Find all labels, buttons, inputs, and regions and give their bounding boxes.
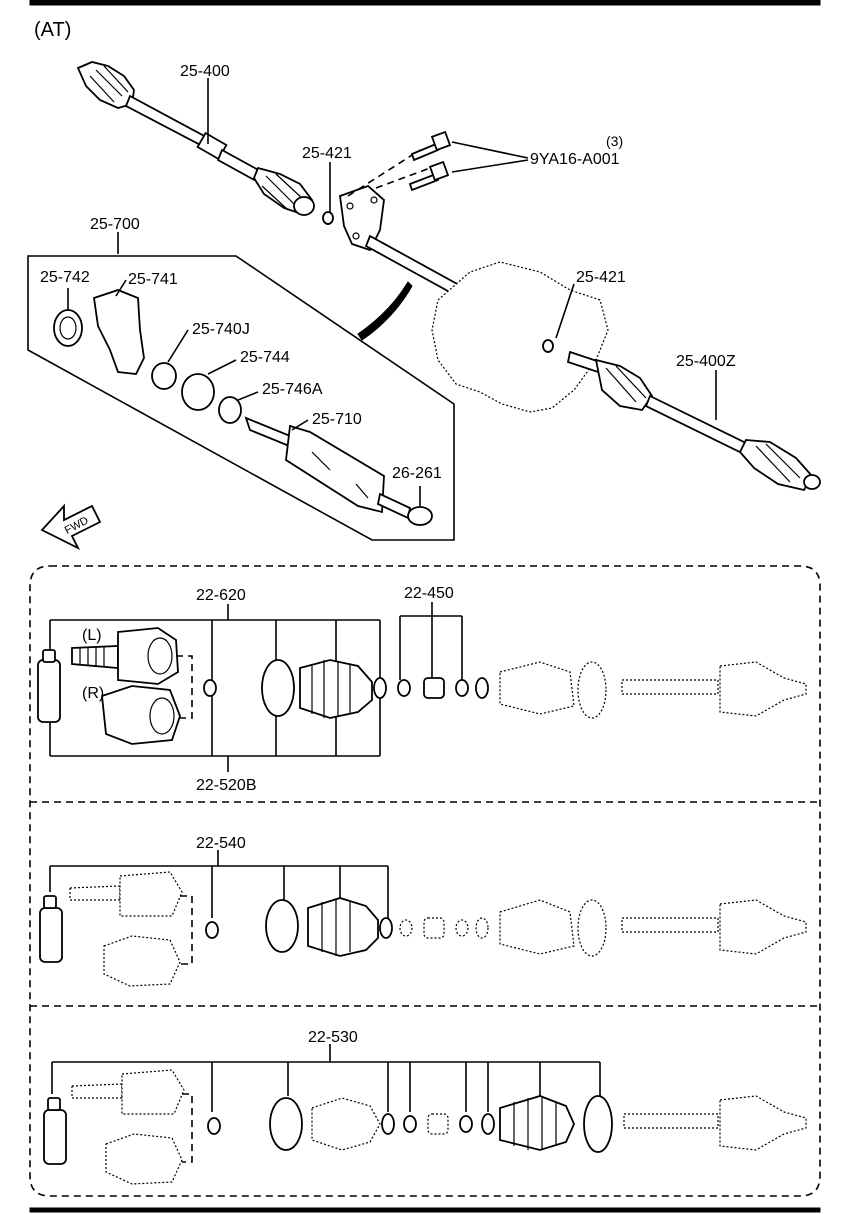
transaxle-outline bbox=[431, 261, 609, 413]
label-22-540: 22-540 bbox=[196, 835, 246, 852]
label-25-744: 25-744 bbox=[240, 349, 290, 366]
direction-arc bbox=[357, 281, 413, 341]
fwd-arrow: FWD bbox=[40, 503, 102, 551]
label-25-400z: 25-400Z bbox=[676, 353, 736, 370]
bottom-rule bbox=[29, 1207, 821, 1213]
label-25-400: 25-400 bbox=[180, 63, 230, 80]
kit-section-3: 22-530 bbox=[43, 1029, 807, 1185]
label-25-700: 25-700 bbox=[90, 216, 140, 233]
variant-label: (AT) bbox=[34, 19, 71, 41]
bearing-part-2 bbox=[181, 373, 215, 411]
seal-part bbox=[53, 309, 83, 347]
kit-section-2: 22-540 bbox=[39, 835, 807, 987]
label-9ya16: 9YA16-A001 bbox=[530, 151, 620, 168]
label-26-261: 26-261 bbox=[392, 465, 442, 482]
snap-ring-part bbox=[218, 396, 242, 424]
bracket-part bbox=[93, 289, 145, 375]
joint-shaft-panel bbox=[27, 255, 455, 541]
boot-kit bbox=[299, 659, 373, 719]
upper-assembly bbox=[76, 61, 821, 492]
outer-joint-l bbox=[71, 627, 179, 685]
label-25-740j: 25-740J bbox=[192, 321, 250, 338]
drive-shaft-right bbox=[566, 350, 821, 492]
drive-shaft-left bbox=[76, 61, 315, 216]
label-bolt-qty: (3) bbox=[606, 133, 623, 149]
label-22-530: 22-530 bbox=[308, 1029, 358, 1046]
label-25-742: 25-742 bbox=[40, 269, 90, 286]
label-25-746a: 25-746A bbox=[262, 381, 323, 398]
label-22-620: 22-620 bbox=[196, 587, 246, 604]
label-22-450: 22-450 bbox=[404, 585, 454, 602]
label-right: (R) bbox=[82, 685, 104, 702]
bearing-part bbox=[151, 362, 177, 390]
grease-tube bbox=[37, 659, 61, 723]
kit-frame bbox=[29, 565, 821, 1197]
bearing-bracket bbox=[339, 149, 431, 252]
boot-band-kit bbox=[261, 659, 295, 717]
seal-part-2 bbox=[407, 506, 433, 526]
snap-ring-kit bbox=[203, 679, 217, 697]
label-left: (L) bbox=[82, 627, 102, 644]
kit-section-1: 22-620 22-450 (L) (R) 22-520B bbox=[37, 585, 807, 794]
circlip-lower bbox=[542, 339, 554, 353]
joint-shaft-part bbox=[244, 416, 412, 520]
label-25-421-a: 25-421 bbox=[302, 145, 352, 162]
label-25-421-b: 25-421 bbox=[576, 269, 626, 286]
bolts bbox=[408, 130, 529, 192]
label-25-710: 25-710 bbox=[312, 411, 362, 428]
outer-joint-r bbox=[101, 685, 181, 745]
label-25-741: 25-741 bbox=[128, 271, 178, 288]
label-22-520b: 22-520B bbox=[196, 777, 257, 794]
top-rule bbox=[29, 0, 821, 6]
circlip-upper bbox=[322, 211, 334, 225]
